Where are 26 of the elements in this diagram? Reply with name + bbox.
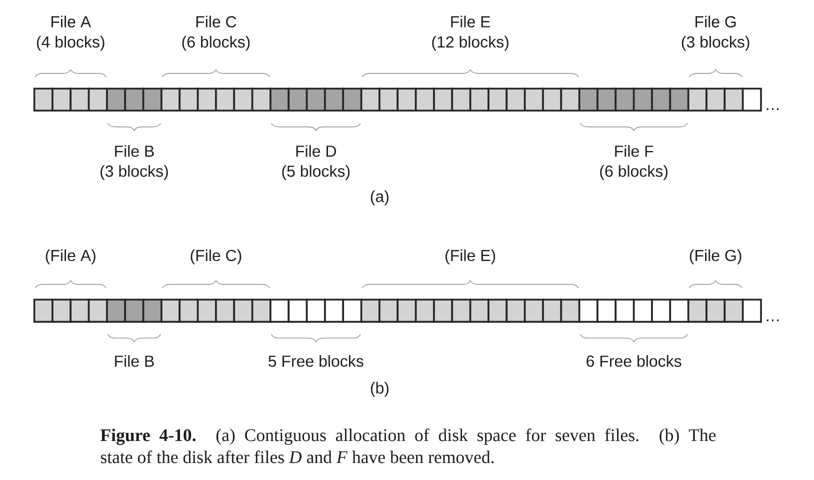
ellipsis: … [766, 108, 779, 110]
block-count-label: (12 blocks) [432, 36, 508, 51]
file-label: (File G) [690, 249, 742, 264]
file-label: File E [451, 16, 490, 28]
block-count-label: (3 blocks) [100, 165, 168, 180]
free-space-label: 6 Free blocks [586, 355, 682, 367]
file-label: (File E) [446, 249, 496, 264]
block-count-label: (4 blocks) [36, 36, 104, 51]
free-space-label: 5 Free blocks [268, 355, 364, 367]
file-label: (File C) [190, 249, 242, 264]
block-count-label: (3 blocks) [682, 36, 750, 51]
file-label: File F [615, 145, 654, 157]
ellipsis: … [766, 320, 779, 322]
figure-caption: Figure 4-10. (a) Contiguous allocation of disk space for seven files. (b) The state of the disk after files D and F have been removed. [100, 428, 716, 464]
block-count-label: (6 blocks) [600, 165, 668, 180]
file-label: File B [115, 355, 154, 367]
file-label: File D [296, 145, 336, 157]
panel-label: (b) [370, 382, 388, 397]
file-label: File G [696, 16, 736, 28]
panel-label: (a) [370, 190, 388, 206]
file-label: File B [115, 145, 154, 157]
block-count-label: (6 blocks) [182, 36, 250, 51]
file-label: (File A) [46, 249, 96, 264]
block-count-label: (5 blocks) [282, 165, 350, 180]
file-label: File A [52, 16, 92, 28]
file-label: File C [196, 16, 236, 28]
